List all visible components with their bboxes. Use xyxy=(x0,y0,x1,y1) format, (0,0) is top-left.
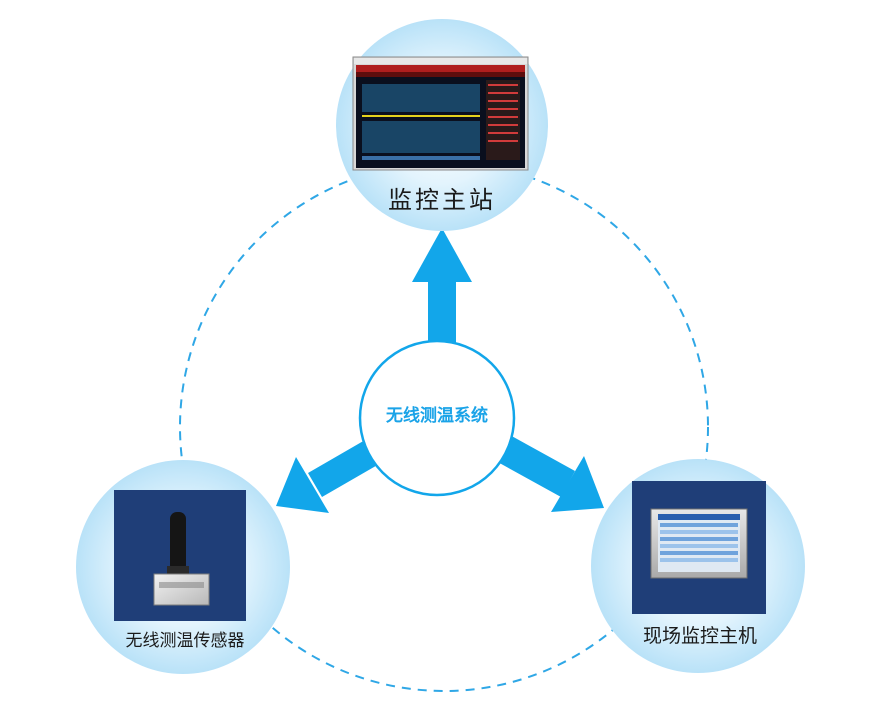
node-left-label: 无线测温传感器 xyxy=(125,631,245,651)
arrow-up xyxy=(412,228,472,350)
touch-panel-monitor xyxy=(632,481,766,614)
center-label: 无线测温系统 xyxy=(386,406,488,426)
node-top-label: 监控主站 xyxy=(388,186,496,214)
center-circle xyxy=(358,339,516,497)
node-right-label: 现场监控主机 xyxy=(642,625,757,647)
arrow-right xyxy=(494,434,604,512)
dashed-ring xyxy=(179,162,709,692)
monitoring-software-screenshot xyxy=(352,56,529,171)
wireless-sensor-device xyxy=(114,490,246,621)
